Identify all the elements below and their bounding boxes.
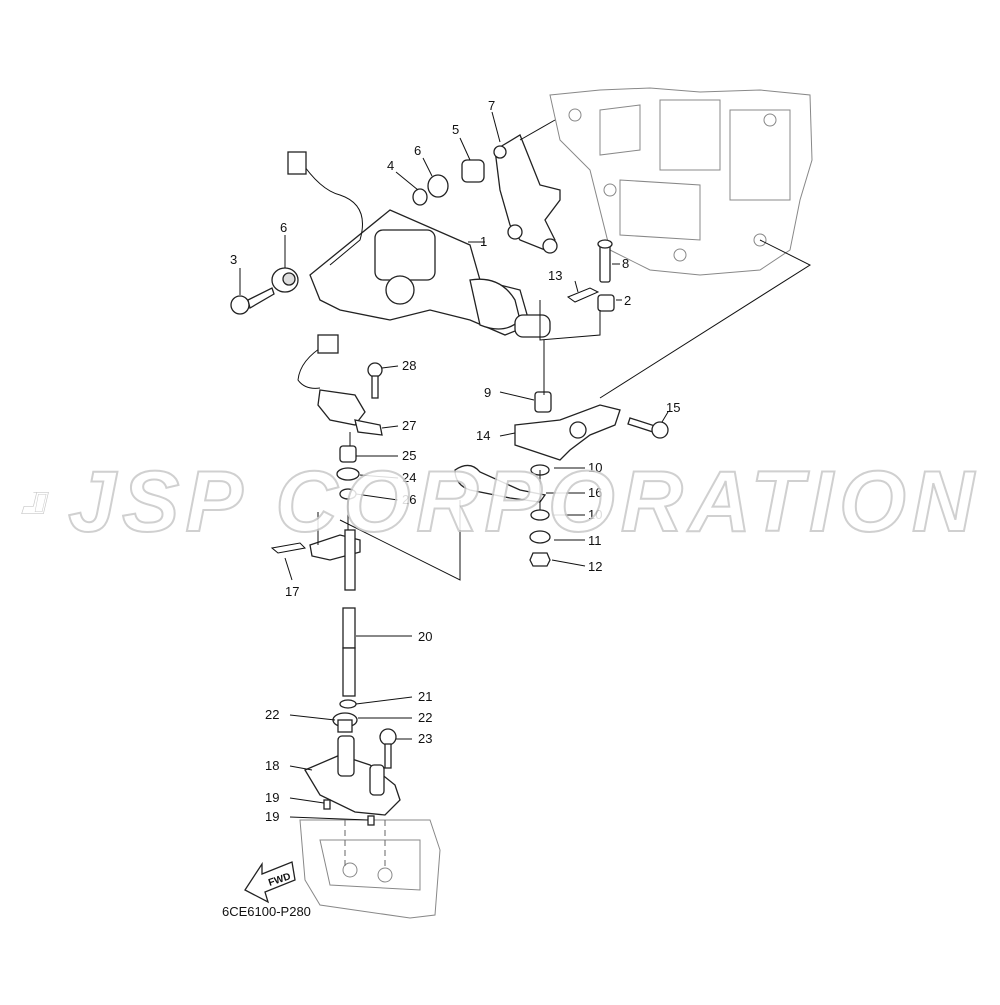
label-16: 16 — [588, 485, 602, 500]
part-22-bushing — [332, 712, 358, 733]
label-28: 28 — [402, 358, 416, 373]
part-26-clip — [339, 488, 357, 500]
label-25: 25 — [402, 448, 416, 463]
part-12-nut — [529, 552, 551, 567]
label-8: 8 — [622, 256, 629, 271]
label-5: 5 — [452, 122, 459, 137]
part-17-clip — [270, 542, 307, 554]
part-25-collar — [339, 445, 357, 463]
lower-case-outline — [299, 819, 441, 919]
part-7-bracket — [493, 134, 561, 254]
part-16-lever — [454, 464, 547, 503]
part-15-bolt — [627, 417, 669, 439]
label-19b: 19 — [265, 809, 279, 824]
label-10b: 10 — [588, 507, 602, 522]
part-24-washer — [336, 467, 360, 481]
label-22b: 22 — [418, 710, 432, 725]
label-6a: 6 — [280, 220, 287, 235]
part-10-washer-lower — [530, 509, 550, 521]
part-8-bolt — [597, 239, 613, 283]
label-1: 1 — [480, 234, 487, 249]
leader-lines — [239, 111, 669, 821]
part-11-washer — [529, 530, 551, 544]
assembly-guide-lines — [317, 119, 812, 870]
label-12: 12 — [588, 559, 602, 574]
part-2-collar — [597, 294, 615, 312]
label-21: 21 — [418, 689, 432, 704]
fwd-arrow: FWD — [244, 861, 296, 904]
part-6-bushing-upper — [427, 174, 449, 198]
part-18-bracket — [304, 735, 401, 816]
part-4-washer — [412, 188, 428, 206]
label-4: 4 — [387, 158, 394, 173]
label-14: 14 — [476, 428, 490, 443]
label-20: 20 — [418, 629, 432, 644]
label-9: 9 — [484, 385, 491, 400]
part-23-bolt — [379, 728, 397, 769]
label-3: 3 — [230, 252, 237, 267]
label-19a: 19 — [265, 790, 279, 805]
part-14-shift-lever — [514, 404, 621, 461]
diagram-code: 6CE6100-P280 — [222, 904, 311, 919]
part-21-o-ring — [339, 699, 357, 709]
part-27-sensor — [297, 334, 383, 436]
engine-block-outline — [549, 87, 813, 276]
part-number-labels: 1 2 3 4 5 6 6 7 8 9 10 10 11 12 13 14 15… — [230, 98, 680, 824]
part-9-collar — [534, 391, 552, 413]
label-23: 23 — [418, 731, 432, 746]
label-6b: 6 — [414, 143, 421, 158]
part-13-clip — [566, 287, 600, 303]
label-18: 18 — [265, 758, 279, 773]
label-27: 27 — [402, 418, 416, 433]
label-7: 7 — [488, 98, 495, 113]
label-24: 24 — [402, 470, 416, 485]
part-1-shift-housing — [287, 151, 551, 338]
part-28-bolt — [367, 362, 383, 399]
label-26: 26 — [402, 492, 416, 507]
label-22a: 22 — [265, 707, 279, 722]
label-13: 13 — [548, 268, 562, 283]
label-15: 15 — [666, 400, 680, 415]
part-19-pin-lower — [367, 815, 375, 826]
part-3-bolt — [230, 287, 275, 315]
part-6-bushing-left — [271, 267, 299, 293]
label-17: 17 — [285, 584, 299, 599]
label-10a: 10 — [588, 460, 602, 475]
part-19-pin-upper — [323, 799, 331, 810]
label-2: 2 — [624, 293, 631, 308]
part-20-shift-shaft — [309, 529, 361, 697]
label-11: 11 — [588, 533, 602, 548]
part-5-collar — [461, 159, 485, 183]
